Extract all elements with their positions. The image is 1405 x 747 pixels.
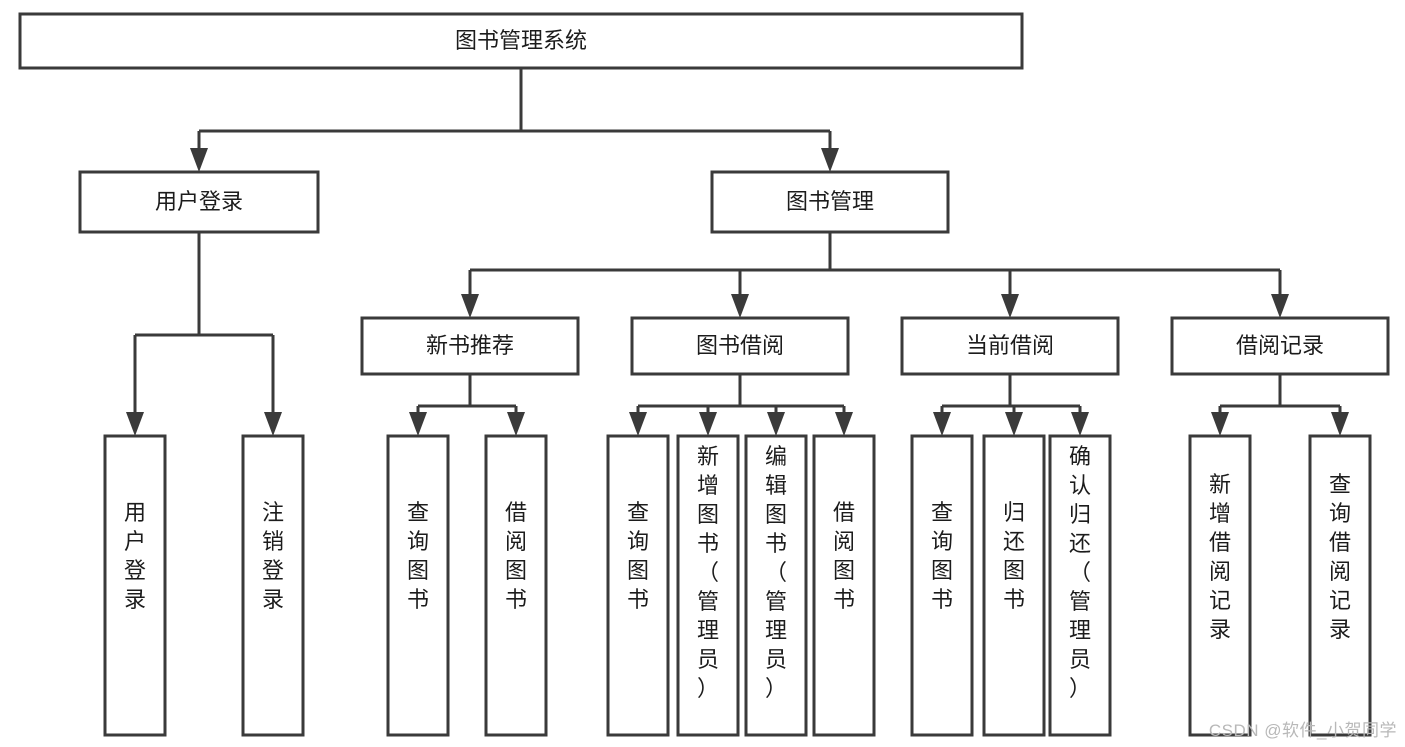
node-leaf-confirm-return-label: 确认归还（管理员） <box>1069 444 1091 701</box>
node-leaf-query-book-1-box[interactable] <box>386 434 450 737</box>
arrow-to-book-management <box>821 148 839 172</box>
arrow-to-leaf-query-record <box>1331 412 1349 436</box>
node-leaf-borrow-book-2-label: 借阅图书 <box>833 500 855 612</box>
node-book-management[interactable]: 图书管理 <box>710 170 950 234</box>
node-leaf-borrow-book-1[interactable]: 借阅图书 <box>484 434 548 737</box>
node-leaf-confirm-return-box[interactable] <box>1048 434 1112 737</box>
node-root[interactable]: 图书管理系统 <box>18 12 1024 70</box>
node-leaf-borrow-book-1-box[interactable] <box>484 434 548 737</box>
node-leaf-borrow-book-1-label: 借阅图书 <box>505 500 527 612</box>
node-leaf-user-logout-box[interactable] <box>241 434 305 737</box>
node-leaf-query-book-1-label: 查询图书 <box>407 500 429 612</box>
node-root-label: 图书管理系统 <box>455 28 587 53</box>
arrow-to-leaf-query-book-2 <box>629 412 647 436</box>
node-root-box[interactable] <box>18 12 1024 70</box>
arrow-to-leaf-borrow-book-1 <box>507 412 525 436</box>
node-leaf-user-logout-label: 注销登录 <box>262 500 284 612</box>
node-leaf-query-record[interactable]: 查询借阅记录 <box>1308 434 1372 737</box>
node-leaf-add-book-box[interactable] <box>676 434 740 737</box>
arrow-to-leaf-add-record <box>1211 412 1229 436</box>
node-leaf-query-record-box[interactable] <box>1308 434 1372 737</box>
node-user-login-label: 用户登录 <box>155 189 243 214</box>
node-borrow-record-label: 借阅记录 <box>1236 333 1324 358</box>
arrow-to-current-borrow <box>1001 294 1019 318</box>
arrow-to-leaf-query-book-1 <box>409 412 427 436</box>
node-book-management-box[interactable] <box>710 170 950 234</box>
node-leaf-user-logout[interactable]: 注销登录 <box>241 434 305 737</box>
node-new-book-recommend[interactable]: 新书推荐 <box>360 316 580 376</box>
node-user-login-box[interactable] <box>78 170 320 234</box>
node-leaf-borrow-book-2-box[interactable] <box>812 434 876 737</box>
node-leaf-query-book-2[interactable]: 查询图书 <box>606 434 670 737</box>
node-user-login[interactable]: 用户登录 <box>78 170 320 234</box>
node-leaf-query-book-3-label: 查询图书 <box>931 500 953 612</box>
node-leaf-add-book-label: 新增图书（管理员） <box>697 444 719 701</box>
node-leaf-return-book-box[interactable] <box>982 434 1046 737</box>
node-leaf-query-book-1[interactable]: 查询图书 <box>386 434 450 737</box>
node-book-borrow[interactable]: 图书借阅 <box>630 316 850 376</box>
arrow-to-leaf-confirm-return <box>1071 412 1089 436</box>
node-current-borrow[interactable]: 当前借阅 <box>900 316 1120 376</box>
node-borrow-record[interactable]: 借阅记录 <box>1170 316 1390 376</box>
arrow-to-leaf-query-book-3 <box>933 412 951 436</box>
arrow-to-leaf-user-login <box>126 412 144 436</box>
arrow-to-user-login <box>190 148 208 172</box>
node-leaf-return-book-label: 归还图书 <box>1003 500 1025 612</box>
node-leaf-add-record-label: 新增借阅记录 <box>1209 472 1231 642</box>
node-leaf-user-login-box[interactable] <box>103 434 167 737</box>
node-leaf-borrow-book-2[interactable]: 借阅图书 <box>812 434 876 737</box>
node-leaf-return-book[interactable]: 归还图书 <box>982 434 1046 737</box>
arrow-to-book-borrow <box>731 294 749 318</box>
node-leaf-add-record[interactable]: 新增借阅记录 <box>1188 434 1252 737</box>
node-leaf-edit-book-box[interactable] <box>744 434 808 737</box>
node-current-borrow-box[interactable] <box>900 316 1120 376</box>
node-current-borrow-label: 当前借阅 <box>966 333 1054 358</box>
node-leaf-confirm-return[interactable]: 确认归还（管理员） <box>1048 434 1112 737</box>
node-leaf-edit-book[interactable]: 编辑图书（管理员） <box>744 434 808 737</box>
node-book-borrow-label: 图书借阅 <box>696 333 784 358</box>
node-leaf-query-book-3-box[interactable] <box>910 434 974 737</box>
node-borrow-record-box[interactable] <box>1170 316 1390 376</box>
arrow-to-leaf-return-book <box>1005 412 1023 436</box>
node-new-book-recommend-box[interactable] <box>360 316 580 376</box>
node-leaf-user-login-label: 用户登录 <box>124 500 146 612</box>
connector-layer <box>126 68 1349 436</box>
leaf-nodes-layer: 用户登录 注销登录 查询图书 借阅图书 查询图书 新增图书（管理员） <box>103 434 1372 737</box>
node-book-borrow-box[interactable] <box>630 316 850 376</box>
node-leaf-edit-book-label: 编辑图书（管理员） <box>765 444 787 701</box>
arrow-to-leaf-add-book <box>699 412 717 436</box>
arrow-to-leaf-borrow-book-2 <box>835 412 853 436</box>
arrow-to-leaf-edit-book <box>767 412 785 436</box>
node-leaf-add-record-box[interactable] <box>1188 434 1252 737</box>
node-leaf-query-book-3[interactable]: 查询图书 <box>910 434 974 737</box>
node-leaf-query-book-2-label: 查询图书 <box>627 500 649 612</box>
arrow-to-borrow-record <box>1271 294 1289 318</box>
arrow-to-leaf-user-logout <box>264 412 282 436</box>
node-book-management-label: 图书管理 <box>786 189 874 214</box>
node-leaf-query-record-label: 查询借阅记录 <box>1329 472 1351 642</box>
arrow-to-new-book-recommend <box>461 294 479 318</box>
node-leaf-user-login[interactable]: 用户登录 <box>103 434 167 737</box>
node-new-book-recommend-label: 新书推荐 <box>426 333 514 358</box>
node-leaf-add-book[interactable]: 新增图书（管理员） <box>676 434 740 737</box>
node-leaf-query-book-2-box[interactable] <box>606 434 670 737</box>
